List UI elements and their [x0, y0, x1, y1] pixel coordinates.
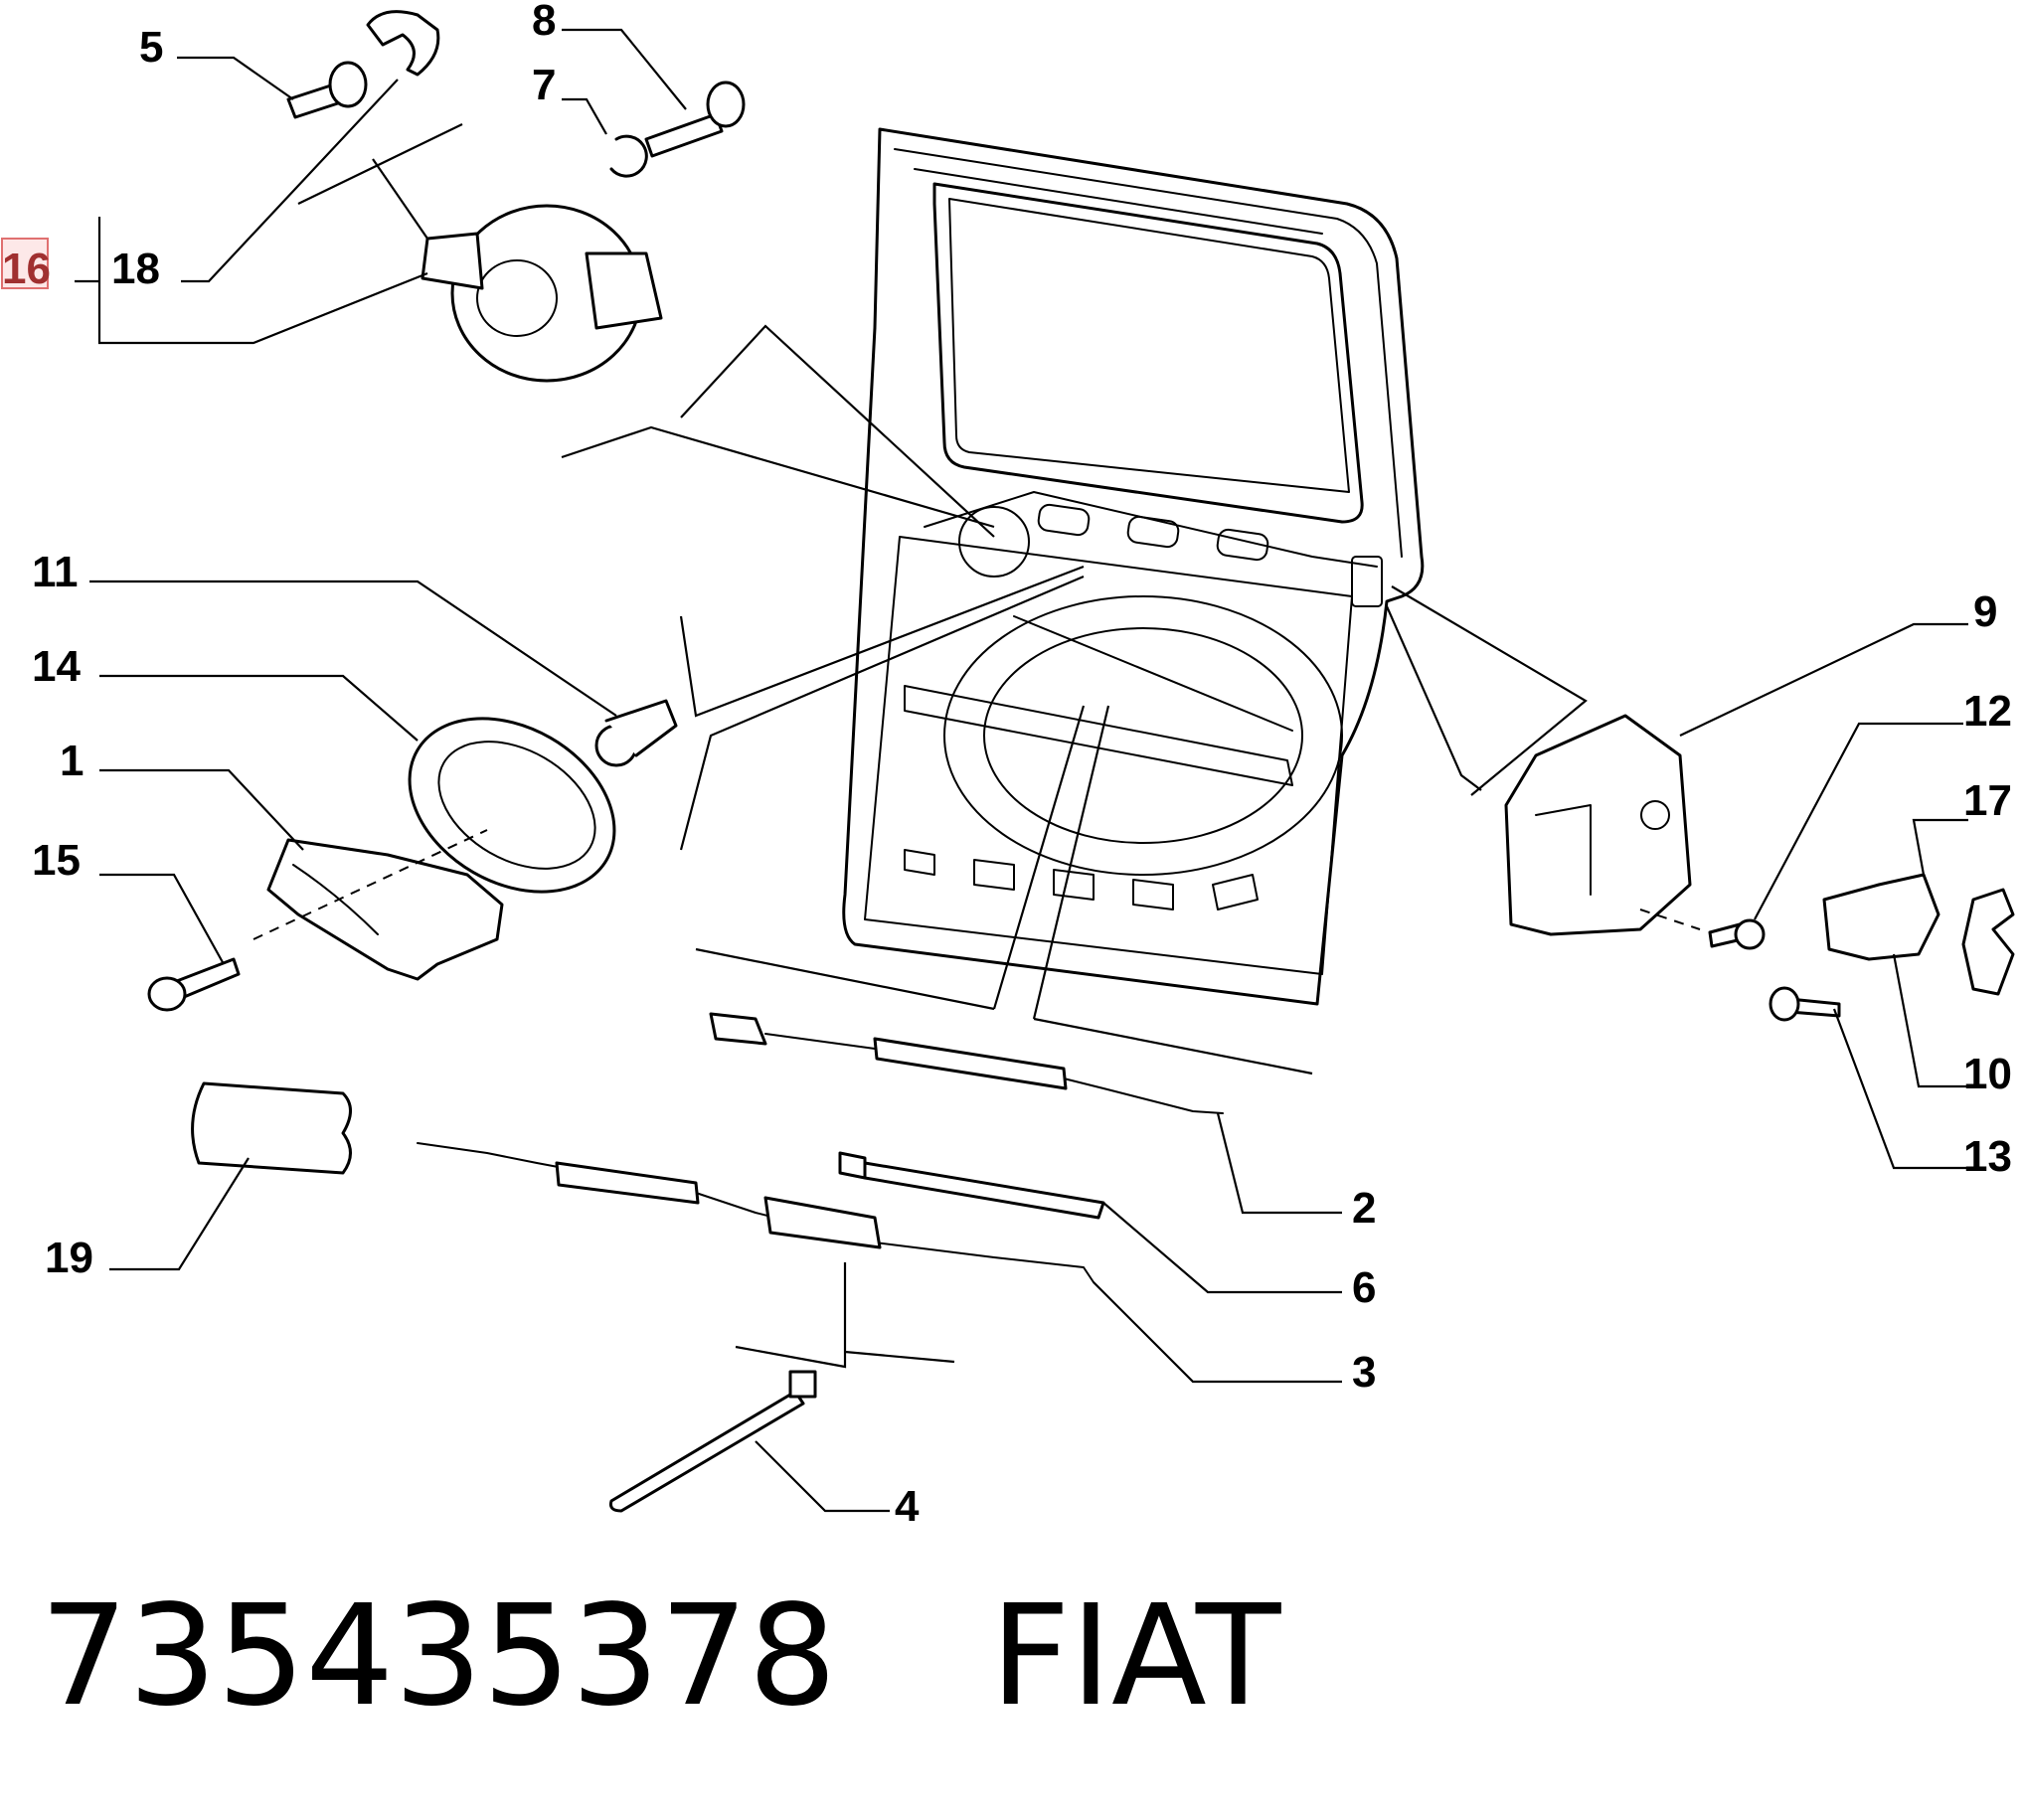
callout-11: 11: [32, 548, 79, 596]
callout-3: 3: [1352, 1348, 1376, 1397]
brand-name: FIAT: [990, 1575, 1281, 1737]
callout-13: 13: [1963, 1132, 2012, 1181]
callout-7: 7: [532, 61, 556, 109]
part-7-ring: [609, 134, 648, 178]
part-5-screw: [286, 61, 368, 119]
part-13-screw: [1769, 986, 1841, 1022]
callout-4: 4: [895, 1482, 920, 1531]
part-17-shim-plate: [1961, 888, 2015, 996]
part-16-fuel-flap-assembly: [421, 204, 663, 383]
diagram-caption: 735435378 FIAT: [40, 1575, 1280, 1737]
part-12-screw: [1708, 918, 1766, 950]
callout-12: 12: [1963, 687, 2012, 736]
callout-8: 8: [532, 0, 556, 45]
part-18-clip: [366, 10, 440, 77]
callout-15: 15: [32, 836, 81, 885]
callouts: 5 8 7 16 18 11 14 1 15 19 9 12 17 10 13 …: [1, 0, 2012, 1531]
part-15-screw: [147, 957, 241, 1012]
callout-16-highlight: [1, 238, 49, 289]
part-2-cable: [709, 1012, 1224, 1114]
part-9-door-lock: [1504, 714, 1692, 936]
part-8-bolt: [644, 81, 746, 158]
part-10-striker: [1822, 873, 1940, 961]
part-19-cap: [191, 1081, 352, 1175]
callout-18: 18: [111, 245, 160, 293]
part-14-handle-seal: [408, 717, 616, 894]
callout-10: 10: [1963, 1050, 2012, 1098]
callout-19: 19: [45, 1234, 93, 1282]
part-3-cable: [417, 1142, 1095, 1283]
callout-9: 9: [1973, 587, 1997, 636]
door-frame: [842, 127, 1425, 1006]
part-1-inner-handle: [266, 838, 504, 981]
part-11-grommet: [594, 699, 678, 767]
callout-17: 17: [1963, 776, 2012, 825]
part-4-cable-tie: [609, 1370, 817, 1513]
callout-16: 16: [2, 245, 51, 293]
callout-2: 2: [1352, 1184, 1376, 1233]
leader-lines: [75, 28, 1968, 1513]
callout-1: 1: [60, 737, 84, 785]
part-6-strap: [838, 1151, 1105, 1220]
callout-14: 14: [32, 642, 81, 691]
part-number: 735435378: [40, 1575, 837, 1737]
callout-6: 6: [1352, 1263, 1376, 1312]
callout-5: 5: [139, 23, 163, 72]
